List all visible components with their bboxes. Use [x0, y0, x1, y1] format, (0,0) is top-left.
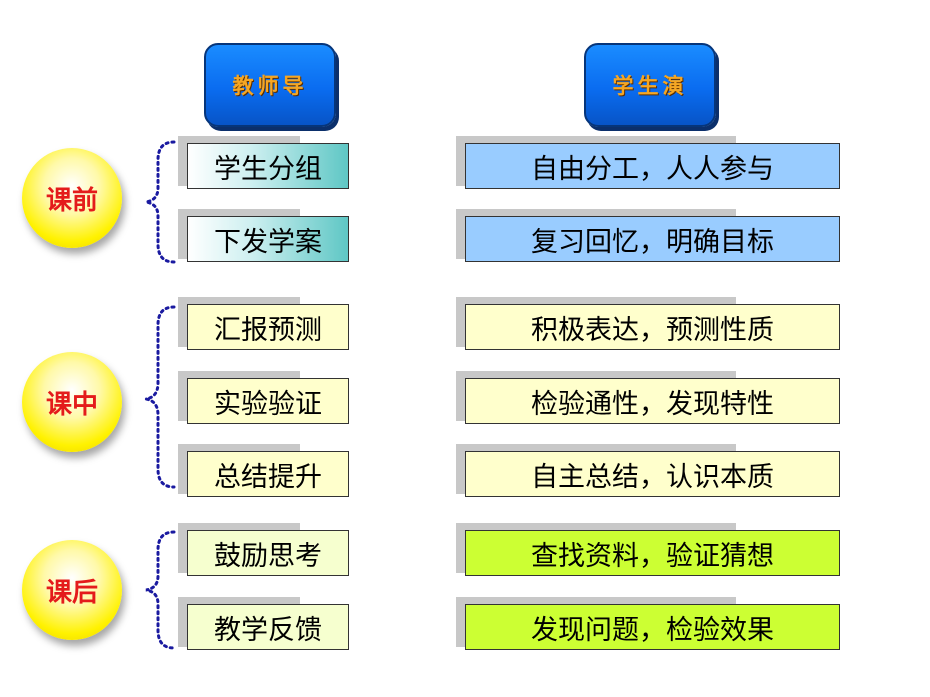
phase-during-circle: 课中 [22, 352, 122, 452]
teacher-step-feedback: 教学反馈 [187, 604, 349, 650]
phase-during-brace [145, 305, 176, 489]
phase-after-brace [145, 530, 176, 650]
student-step-research-verify: 查找资料，验证猜想 [465, 530, 840, 576]
teacher-step-encourage-thinking: 鼓励思考 [187, 530, 349, 576]
student-step-test-properties: 检验通性，发现特性 [465, 378, 840, 424]
teacher-step-experiment-verify: 实验验证 [187, 378, 349, 424]
student-step-review-goals: 复习回忆，明确目标 [465, 216, 840, 262]
student-header: 学生演 [584, 43, 716, 127]
student-step-find-problems: 发现问题，检验效果 [465, 604, 840, 650]
teacher-step-distribute-plan: 下发学案 [187, 216, 349, 262]
student-step-express-predict: 积极表达，预测性质 [465, 304, 840, 350]
teacher-step-report-predict: 汇报预测 [187, 304, 349, 350]
phase-before-circle: 课前 [22, 148, 122, 248]
student-step-divide-work: 自由分工，人人参与 [465, 143, 840, 189]
student-step-self-summary: 自主总结，认识本质 [465, 451, 840, 497]
phase-before-brace [145, 140, 176, 264]
teacher-step-summarize: 总结提升 [187, 451, 349, 497]
phase-after-circle: 课后 [22, 540, 122, 640]
teacher-header: 教师导 [204, 43, 336, 127]
teacher-step-group-students: 学生分组 [187, 143, 349, 189]
